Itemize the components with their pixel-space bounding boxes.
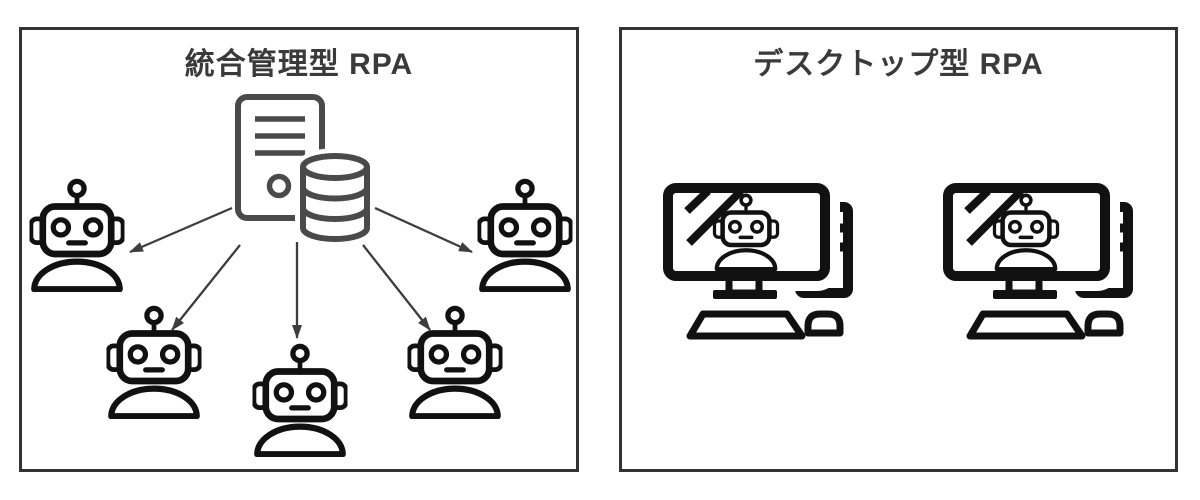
panel-title-desktop: デスクトップ型 RPA [753,48,1044,81]
robot-icon [31,181,123,289]
panel-desktop-rpa: デスクトップ型 RPA [619,27,1178,472]
desktop-computer-icon [668,188,848,336]
arrow-to-top-left-robot [129,206,233,254]
arrow-to-top-right-robot [374,206,473,254]
desktop-rpa-diagram [622,30,1175,469]
panel-managed-rpa: 統合管理型 RPA [19,27,579,472]
robot-icon [108,308,200,416]
desktop-computer-icon [948,188,1128,336]
arrow-to-bottom-left-robot [171,244,241,331]
robot-icon [479,181,571,289]
database-icon [295,148,375,247]
robot-icon [254,346,346,454]
managed-rpa-diagram [22,94,576,469]
panel-title-managed: 統合管理型 RPA [184,48,414,81]
robot-icon [409,308,501,416]
arrow-to-bottom-right-robot [362,244,431,331]
distribution-arrows [129,206,473,339]
